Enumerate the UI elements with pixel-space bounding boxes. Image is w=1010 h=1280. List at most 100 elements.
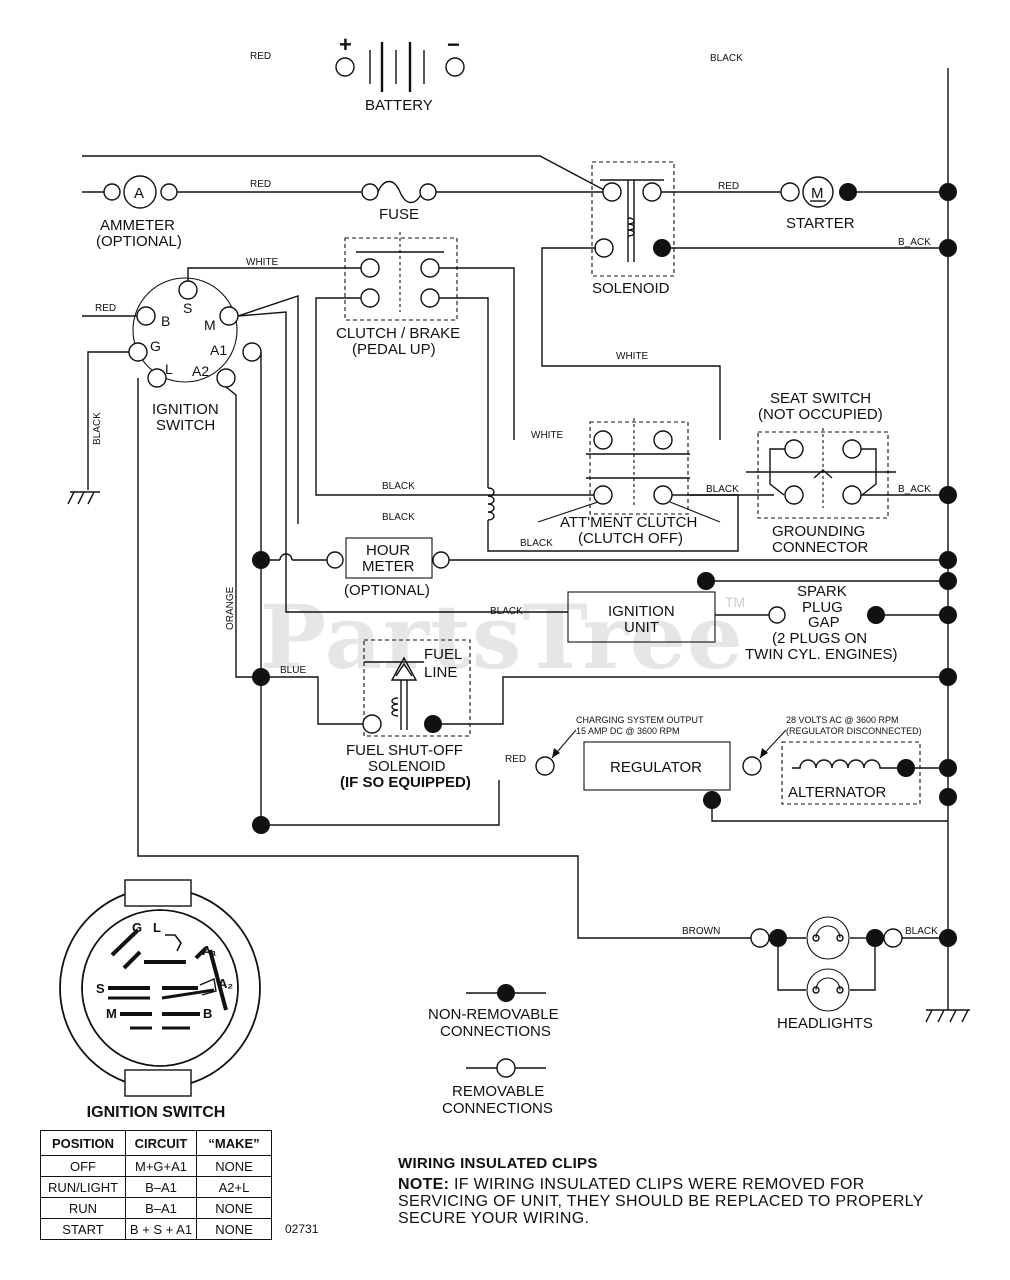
ign-pin-b	[136, 306, 156, 326]
seat-conn-4	[842, 485, 862, 505]
face-m: M	[106, 1006, 117, 1021]
cell-circuit: B–A1	[125, 1197, 197, 1219]
regulator-label: REGULATOR	[610, 759, 702, 776]
att-conn-1	[593, 430, 613, 450]
fuel-line-label-2: LINE	[424, 664, 457, 681]
ign-pin-l	[147, 368, 167, 388]
wire-label-orange: ORANGE	[225, 586, 236, 630]
wire-label-black-ground: B_ACK	[898, 484, 931, 495]
battery-minus: −	[447, 32, 460, 57]
wire-label-black-att-2: BLACK	[382, 512, 415, 523]
wire-label-blue: BLUE	[280, 665, 306, 676]
ac-label-1: 28 VOLTS AC @ 3600 RPM	[786, 715, 899, 725]
wire-label-black-g: BLACK	[92, 412, 103, 445]
ammeter-symbol: A	[134, 185, 144, 202]
ac-label-2: (REGULATOR DISCONNECTED)	[786, 726, 922, 736]
cell-position: RUN/LIGHT	[40, 1176, 126, 1198]
attachment-clutch-box	[589, 421, 689, 515]
starter-symbol: M	[811, 185, 824, 202]
wire-label-red-battery: RED	[250, 51, 271, 62]
ammeter-label: AMMETER	[100, 217, 175, 234]
cell-circuit: B + S + A1	[125, 1218, 197, 1240]
legend-removable-1: REMOVABLE	[452, 1083, 544, 1100]
pin-label-b: B	[161, 313, 170, 329]
ignition-switch-label-1: IGNITION	[152, 401, 219, 418]
ign-pin-s	[178, 280, 198, 300]
hour-meter-conn-right	[432, 551, 450, 569]
solenoid-conn-2	[642, 182, 662, 202]
solenoid-conn-1	[602, 182, 622, 202]
clutch-conn-2	[420, 258, 440, 278]
battery-label: BATTERY	[365, 97, 433, 114]
table-row: RUN/LIGHT B–A1 A2+L	[40, 1176, 272, 1198]
pin-label-a2: A2	[192, 363, 209, 379]
hour-meter-conn-left	[326, 551, 344, 569]
ammeter-optional: (OPTIONAL)	[96, 233, 182, 250]
fuel-line-label-1: FUEL	[424, 646, 462, 663]
fuse-label: FUSE	[379, 206, 419, 223]
alternator-coil-icon	[792, 759, 898, 769]
watermark-tm: TM	[725, 594, 746, 610]
att-conn-2	[653, 430, 673, 450]
hour-meter-label-2: METER	[362, 558, 415, 575]
fuel-sol-label-2: SOLENOID	[368, 758, 446, 775]
legend-nonremovable-dot	[497, 984, 515, 1002]
note-heading: WIRING INSULATED CLIPS	[398, 1155, 598, 1172]
spark-plug-conn	[768, 606, 786, 624]
fuse-conn-left	[361, 183, 379, 201]
alternator-label: ALTERNATOR	[788, 784, 887, 801]
grounding-label-1: GROUNDING	[772, 523, 865, 540]
legend-nonremovable-2: CONNECTIONS	[440, 1023, 551, 1040]
attachment-clutch-label-1: ATT'MENT CLUTCH	[560, 514, 697, 531]
ignition-unit-label-1: IGNITION	[608, 603, 675, 620]
wire-label-black-headlight: BLACK	[905, 926, 938, 937]
spark-label-3: GAP	[808, 614, 840, 631]
wire-label-white-s: WHITE	[246, 257, 279, 268]
ignition-unit-label-2: UNIT	[624, 619, 659, 636]
pin-label-a1: A1	[210, 342, 227, 358]
col-position: POSITION	[40, 1130, 126, 1156]
ign-pin-a2	[216, 368, 236, 388]
ign-pin-a1	[242, 342, 262, 362]
charging-label-1: CHARGING SYSTEM OUTPUT	[576, 715, 704, 725]
charging-label-2: 15 AMP DC @ 3600 RPM	[576, 726, 680, 736]
note-prefix: NOTE:	[398, 1176, 450, 1193]
note-body: NOTE: IF WIRING INSULATED CLIPS WERE REM…	[398, 1176, 958, 1227]
watermark: PartsTree	[260, 585, 744, 689]
cell-make: NONE	[196, 1197, 272, 1219]
ignition-switch-body	[132, 277, 238, 383]
cell-circuit: B–A1	[125, 1176, 197, 1198]
fuel-sol-label-3: (IF SO EQUIPPED)	[340, 774, 471, 791]
spark-label-2: PLUG	[802, 599, 843, 616]
battery-plus: +	[339, 32, 352, 57]
ignition-switch-label-2: SWITCH	[156, 417, 215, 434]
clutch-brake-box	[344, 237, 458, 321]
charging-output-conn	[535, 756, 555, 776]
att-conn-4	[653, 485, 673, 505]
wire-label-black-ign: BLACK	[490, 606, 523, 617]
headlight-icon-bottom	[806, 968, 850, 1012]
spark-label-5: TWIN CYL. ENGINES)	[745, 646, 898, 663]
wire-label-black-att-1: BLACK	[382, 481, 415, 492]
table-row: RUN B–A1 NONE	[40, 1197, 272, 1219]
wire-label-red-b: RED	[95, 303, 116, 314]
solenoid-coil-icon	[627, 217, 635, 237]
headlights-label: HEADLIGHTS	[777, 1015, 873, 1032]
starter-label: STARTER	[786, 215, 855, 232]
legend-nonremovable-1: NON-REMOVABLE	[428, 1006, 559, 1023]
chassis-ground-right	[925, 1009, 970, 1023]
hour-meter-label-1: HOUR	[366, 542, 410, 559]
pin-label-g: G	[150, 338, 161, 354]
face-l: L	[153, 920, 161, 935]
ignition-switch-table: POSITION CIRCUIT “MAKE” OFF M+G+A1 NONE …	[40, 1130, 272, 1240]
ammeter-conn-right	[160, 183, 178, 201]
pin-label-l: L	[165, 361, 173, 377]
note-text: IF WIRING INSULATED CLIPS WERE REMOVED F…	[398, 1176, 924, 1227]
chassis-ground-left	[67, 491, 100, 505]
wiring-note: WIRING INSULATED CLIPS NOTE: IF WIRING I…	[398, 1155, 958, 1227]
headlight-icon-top	[806, 916, 850, 960]
clutch-conn-1	[360, 258, 380, 278]
spark-label-4: (2 PLUGS ON	[772, 630, 867, 647]
ignition-unit	[567, 591, 716, 643]
fuse-icon	[377, 180, 423, 204]
